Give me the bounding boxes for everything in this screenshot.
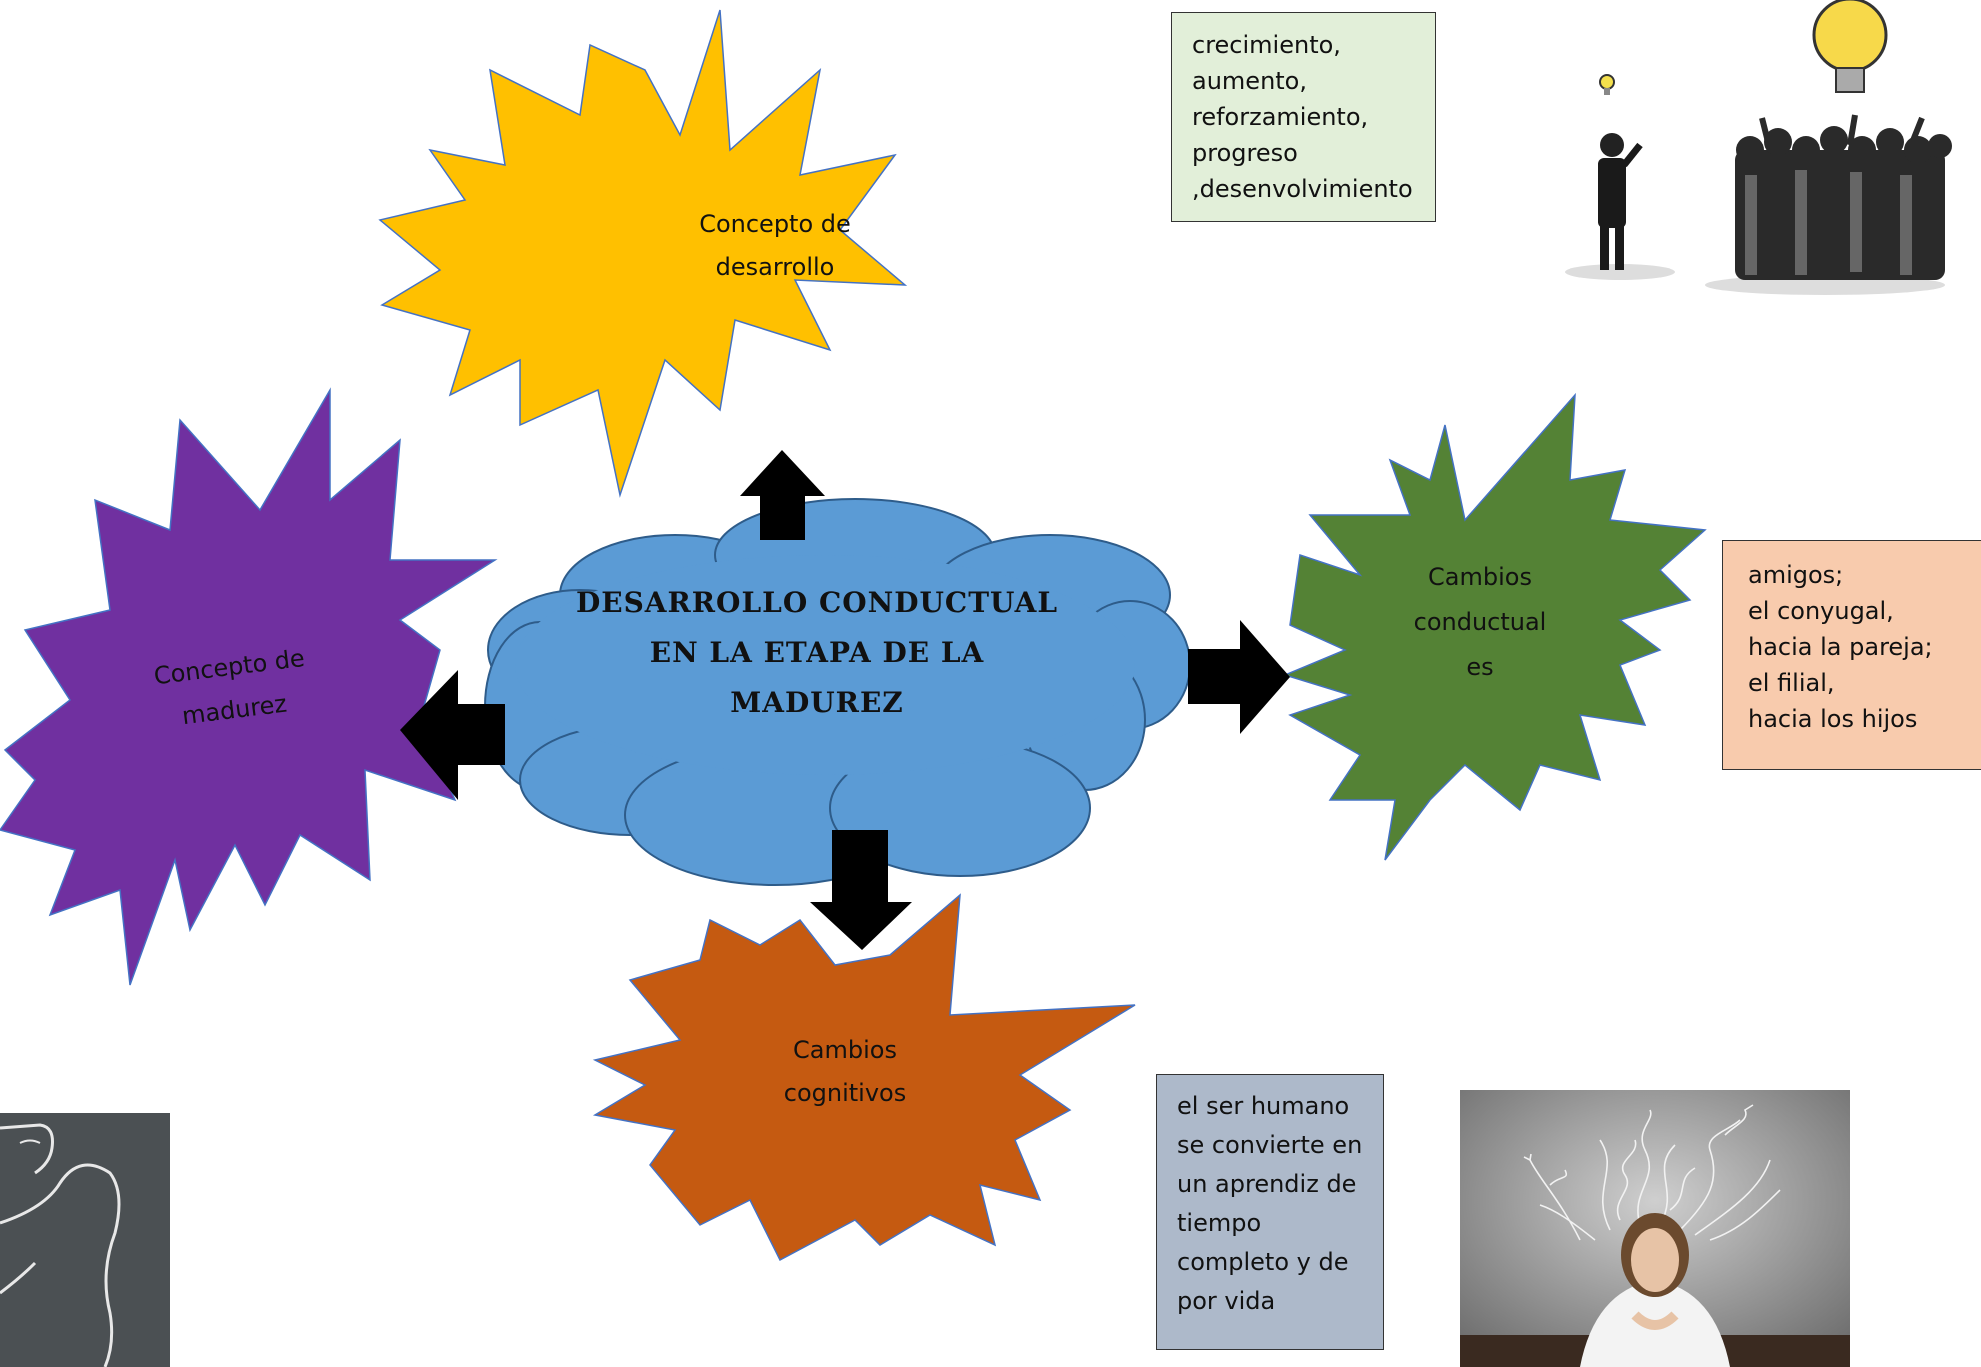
cambios-conductuales-line-1: Cambios [1428,563,1532,591]
synonyms-box: crecimiento, aumento, reforzamiento, pro… [1171,12,1436,222]
star-cambios-conductuales [1282,392,1707,861]
learner-line-3: un aprendiz de [1177,1170,1357,1198]
learner-line-5: completo y de [1177,1248,1349,1276]
central-title: DESARROLLO CONDUCTUAL EN LA ETAPA DE LA MA… [576,586,1058,719]
cambios-cognitivos-line-2: cognitivos [784,1079,906,1107]
concepto-desarrollo-line-2: desarrollo [716,253,835,281]
lightbulb-crowd-illustration [1565,0,1952,295]
relationship-line-5: hacia los hijos [1748,705,1918,733]
central-title-line-2: EN LA ETAPA DE LA [650,636,985,669]
synonym-line-1: crecimiento, [1192,31,1341,59]
relationship-line-1: amigos; [1748,561,1844,589]
thinking-woman-photo [1460,1090,1850,1367]
star-desarrollo [378,9,908,498]
arrow-down [810,830,912,950]
learner-line-6: por vida [1177,1287,1276,1315]
arrow-right [1188,620,1290,734]
learner-line-2: se convierte en [1177,1131,1363,1159]
central-title-line-3: MADUREZ [730,686,903,719]
synonym-line-3: reforzamiento, [1192,103,1369,131]
label-cambios-conductuales: Cambios conductual es [1414,563,1547,681]
learner-line-4: tiempo [1177,1209,1262,1237]
cambios-conductuales-line-3: es [1466,653,1493,681]
learner-line-1: el ser humano [1177,1092,1350,1120]
central-title-line-1: DESARROLLO CONDUCTUAL [576,586,1058,619]
arrow-left [400,670,505,800]
concepto-desarrollo-line-1: Concepto de [699,210,851,238]
relationship-line-4: el filial, [1748,669,1835,697]
cambios-cognitivos-line-1: Cambios [793,1036,897,1064]
arrow-up [740,450,825,540]
relationship-line-2: el conyugal, [1748,597,1894,625]
synonym-line-4: progreso [1192,139,1298,167]
synonym-line-5: ,desenvolvimiento [1192,175,1413,203]
relationship-line-3: hacia la pareja; [1748,633,1933,661]
lifelong-learner-box: el ser humano se convierte en un aprendiz … [1156,1074,1384,1350]
star-madurez [0,387,498,986]
star-cambios-cognitivos [592,893,1136,1262]
chalk-arm-drawing [0,1113,170,1367]
label-concepto-desarrollo: Concepto de desarrollo [699,210,851,281]
cambios-conductuales-line-2: conductual [1414,608,1547,636]
label-cambios-cognitivos: Cambios cognitivos [784,1036,906,1107]
relationships-box: amigos; el conyugal, hacia la pareja; el fi… [1722,540,1981,770]
synonym-line-2: aumento, [1192,67,1307,95]
